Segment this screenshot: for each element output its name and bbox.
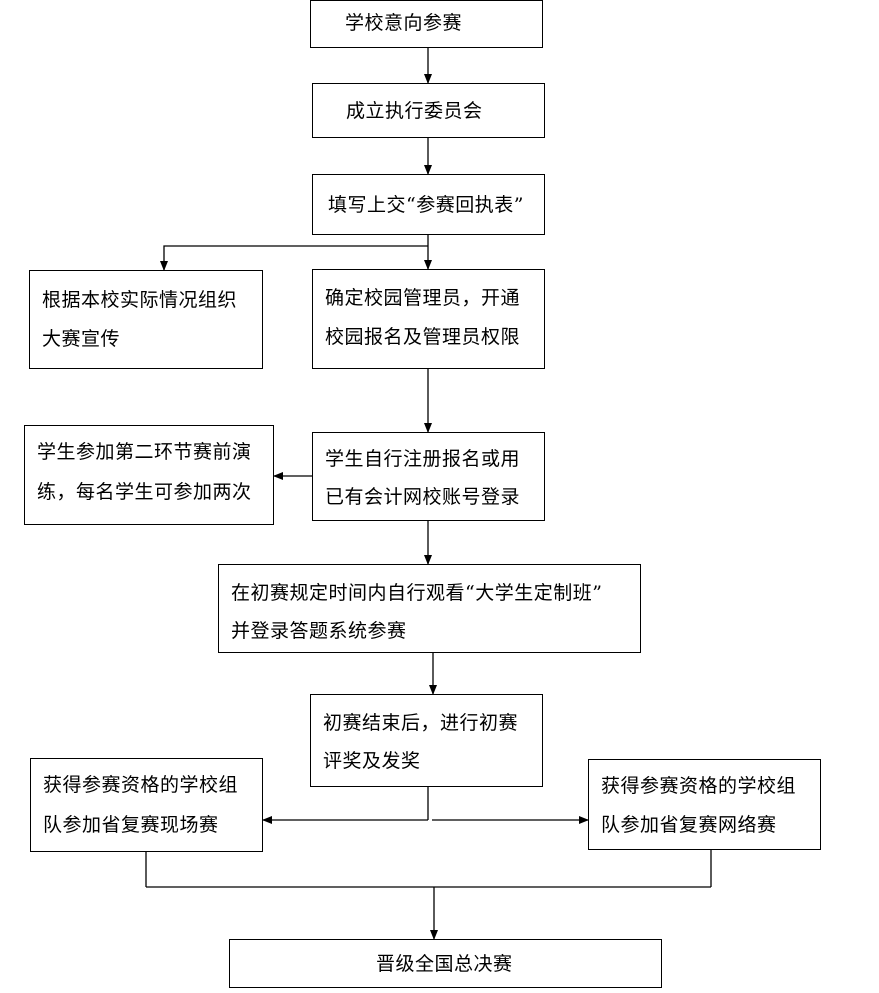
node-prelim-line-2: 并登录答题系统参赛: [231, 620, 407, 642]
node-online-line-2: 队参加省复赛网络赛: [601, 814, 777, 836]
node-onsite: 获得参赛资格的学校组 队参加省复赛现场赛: [30, 758, 263, 852]
node-prelim-line-1: 在初赛规定时间内自行观看“大学生定制班”: [231, 582, 603, 604]
node-committee: 成立执行委员会: [312, 83, 545, 138]
node-register-line-1: 学生自行注册报名或用: [325, 448, 521, 470]
node-register-line-2: 已有会计网校账号登录: [325, 486, 521, 508]
node-judging-line-2: 评奖及发奖: [323, 750, 421, 772]
node-admin-line-1: 确定校园管理员，开通: [325, 287, 521, 309]
arrow-receipt-to-publicity: [160, 245, 428, 271]
node-register: 学生自行注册报名或用 已有会计网校账号登录: [312, 432, 545, 521]
node-publicity-line-1: 根据本校实际情况组织: [42, 289, 238, 311]
node-receipt-form: 填写上交“参赛回执表”: [312, 174, 545, 235]
node-finals: 晋级全国总决赛: [229, 939, 662, 988]
node-publicity: 根据本校实际情况组织 大赛宣传: [29, 270, 263, 369]
node-judging-line-1: 初赛结束后，进行初赛: [323, 712, 519, 734]
node-practice: 学生参加第二环节赛前演 练，每名学生可参加两次: [24, 425, 274, 525]
node-committee-label: 成立执行委员会: [346, 100, 483, 122]
node-onsite-line-2: 队参加省复赛现场赛: [43, 814, 219, 836]
node-receipt-form-label: 填写上交“参赛回执表”: [328, 194, 524, 216]
node-onsite-line-1: 获得参赛资格的学校组: [43, 774, 239, 796]
node-online-line-1: 获得参赛资格的学校组: [601, 775, 797, 797]
node-finals-label: 晋级全国总决赛: [376, 953, 513, 975]
node-practice-line-1: 学生参加第二环节赛前演: [37, 441, 252, 463]
node-judging: 初赛结束后，进行初赛 评奖及发奖: [310, 694, 543, 787]
node-school-intent: 学校意向参赛: [310, 0, 543, 48]
node-admin: 确定校园管理员，开通 校园报名及管理员权限: [312, 269, 545, 369]
node-school-intent-label: 学校意向参赛: [345, 12, 463, 34]
node-practice-line-2: 练，每名学生可参加两次: [37, 481, 252, 503]
node-admin-line-2: 校园报名及管理员权限: [325, 326, 521, 348]
node-online: 获得参赛资格的学校组 队参加省复赛网络赛: [588, 759, 821, 850]
node-publicity-line-2: 大赛宣传: [42, 328, 121, 350]
node-prelim: 在初赛规定时间内自行观看“大学生定制班” 并登录答题系统参赛: [218, 564, 641, 653]
